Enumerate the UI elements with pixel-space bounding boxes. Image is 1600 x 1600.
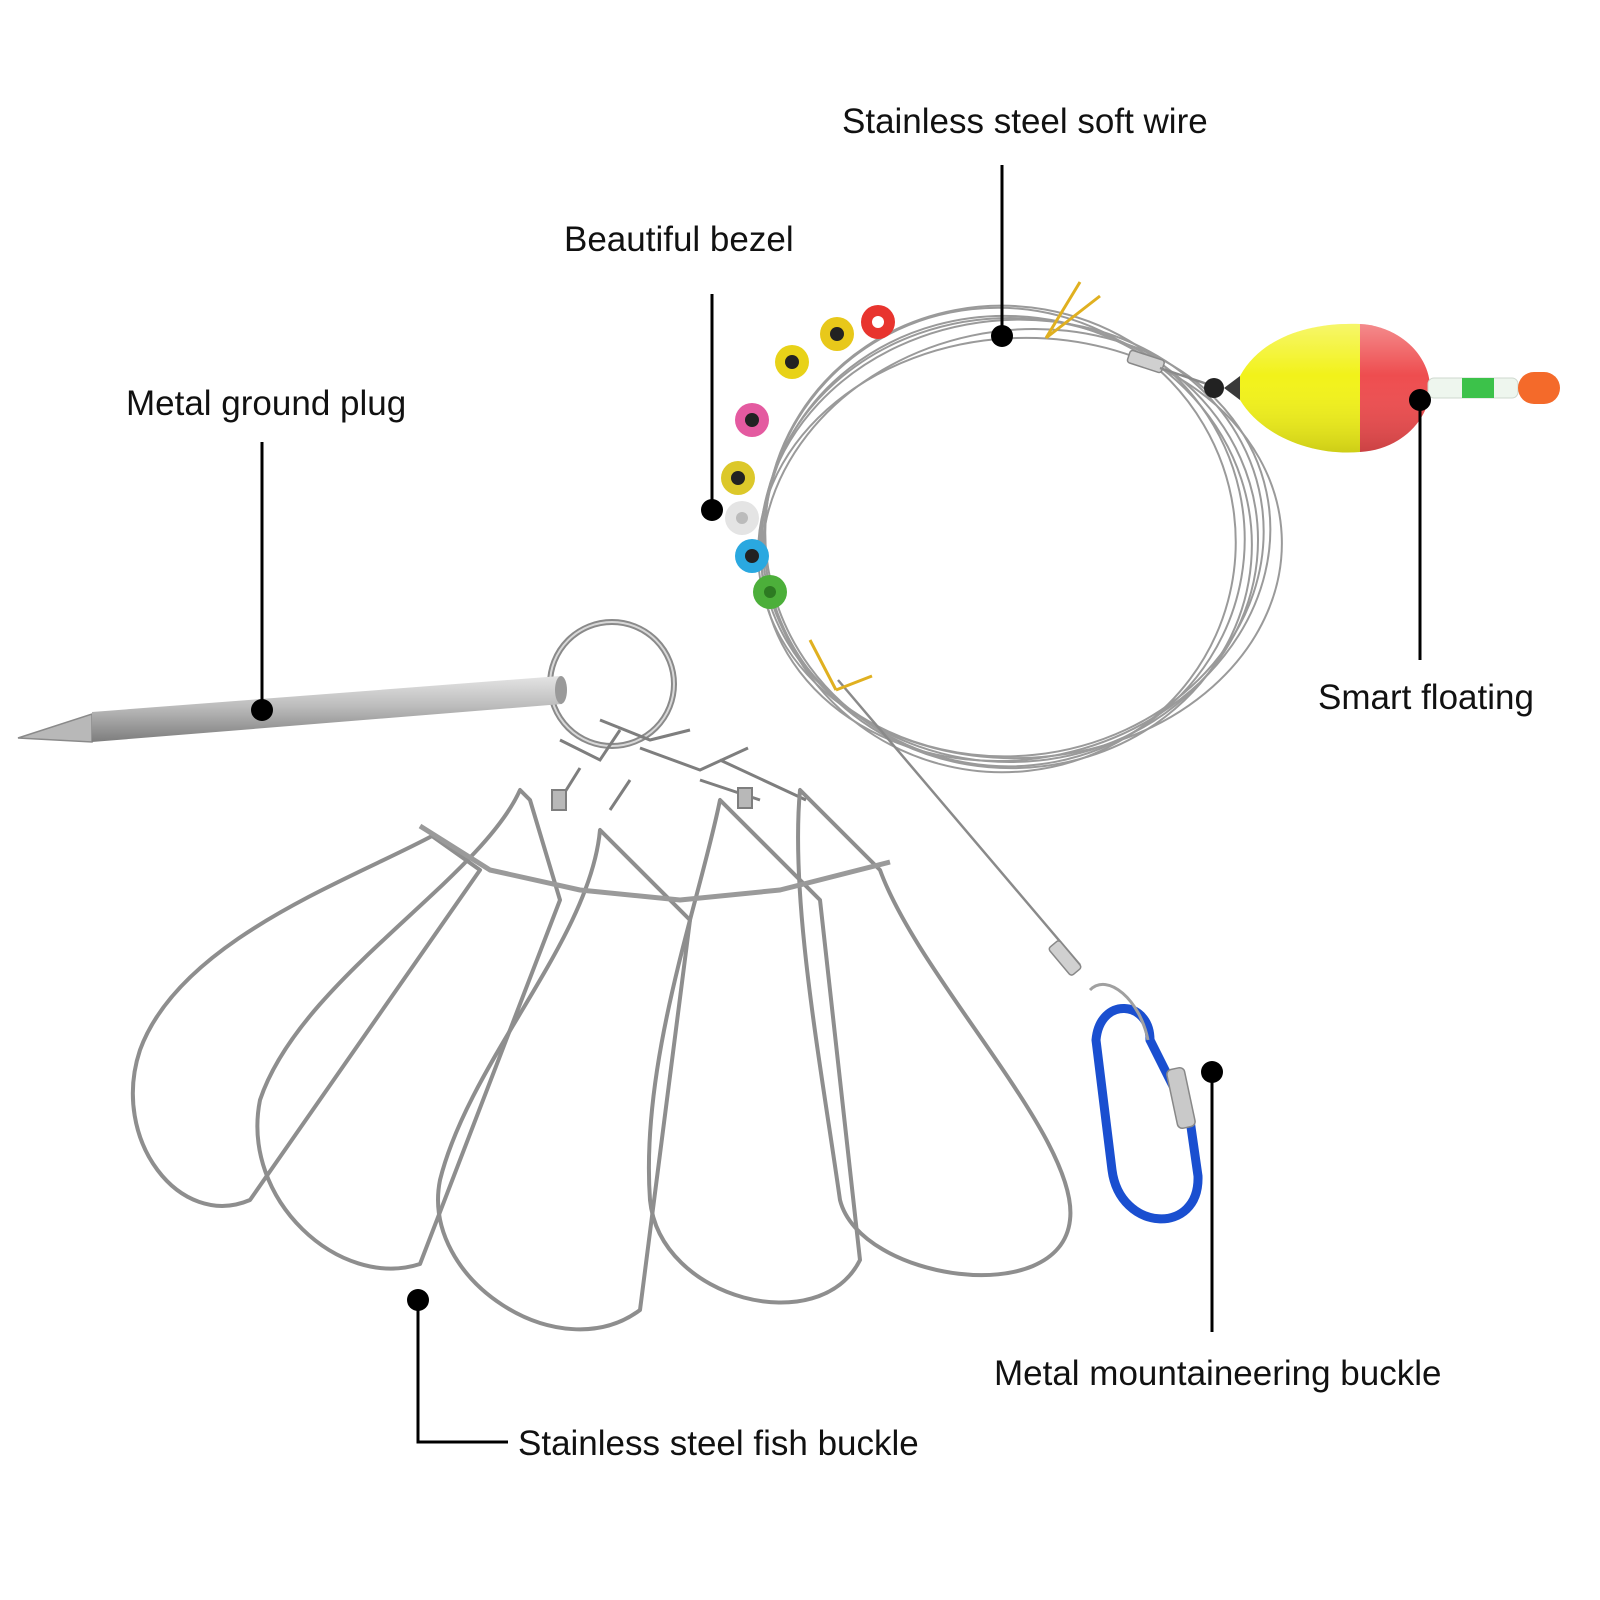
float (1204, 323, 1560, 453)
ground-plug (17, 676, 567, 743)
dot-bezel (701, 499, 723, 521)
leader-dots (251, 325, 1431, 1311)
label-smart-floating: Smart floating (1318, 678, 1534, 717)
snaps (551, 718, 807, 811)
dot-ground-plug (251, 699, 273, 721)
dot-soft-wire (991, 325, 1013, 347)
fish-buckle (255, 788, 562, 1271)
cable-crimp (1126, 349, 1165, 374)
fish-buckle (796, 788, 1073, 1277)
beads (721, 305, 895, 609)
fish-buckle (646, 798, 862, 1305)
label-soft-wire: Stainless steel soft wire (842, 102, 1208, 141)
twist-tie (808, 281, 1101, 692)
label-bezel: Beautiful bezel (564, 220, 794, 259)
fish-buckle (130, 834, 482, 1208)
cable-crimp (1048, 940, 1082, 976)
label-fish-buckle: Stainless steel fish buckle (518, 1424, 919, 1463)
dot-smart-floating (1409, 389, 1431, 411)
label-ground-plug: Metal ground plug (126, 384, 407, 423)
carabiner (1088, 983, 1203, 1224)
leader-lines (260, 165, 1422, 1444)
label-mountaineering-buckle: Metal mountaineering buckle (994, 1354, 1442, 1393)
leader-fish-buckle (416, 1300, 508, 1444)
dot-mountaineering-buckle (1201, 1061, 1223, 1083)
wire-lead (837, 679, 1081, 966)
fish-buckle-stringer (130, 788, 1073, 1332)
fish-buckle (436, 828, 692, 1332)
dot-fish-buckle (407, 1289, 429, 1311)
carabiner-lock (1166, 1066, 1196, 1130)
